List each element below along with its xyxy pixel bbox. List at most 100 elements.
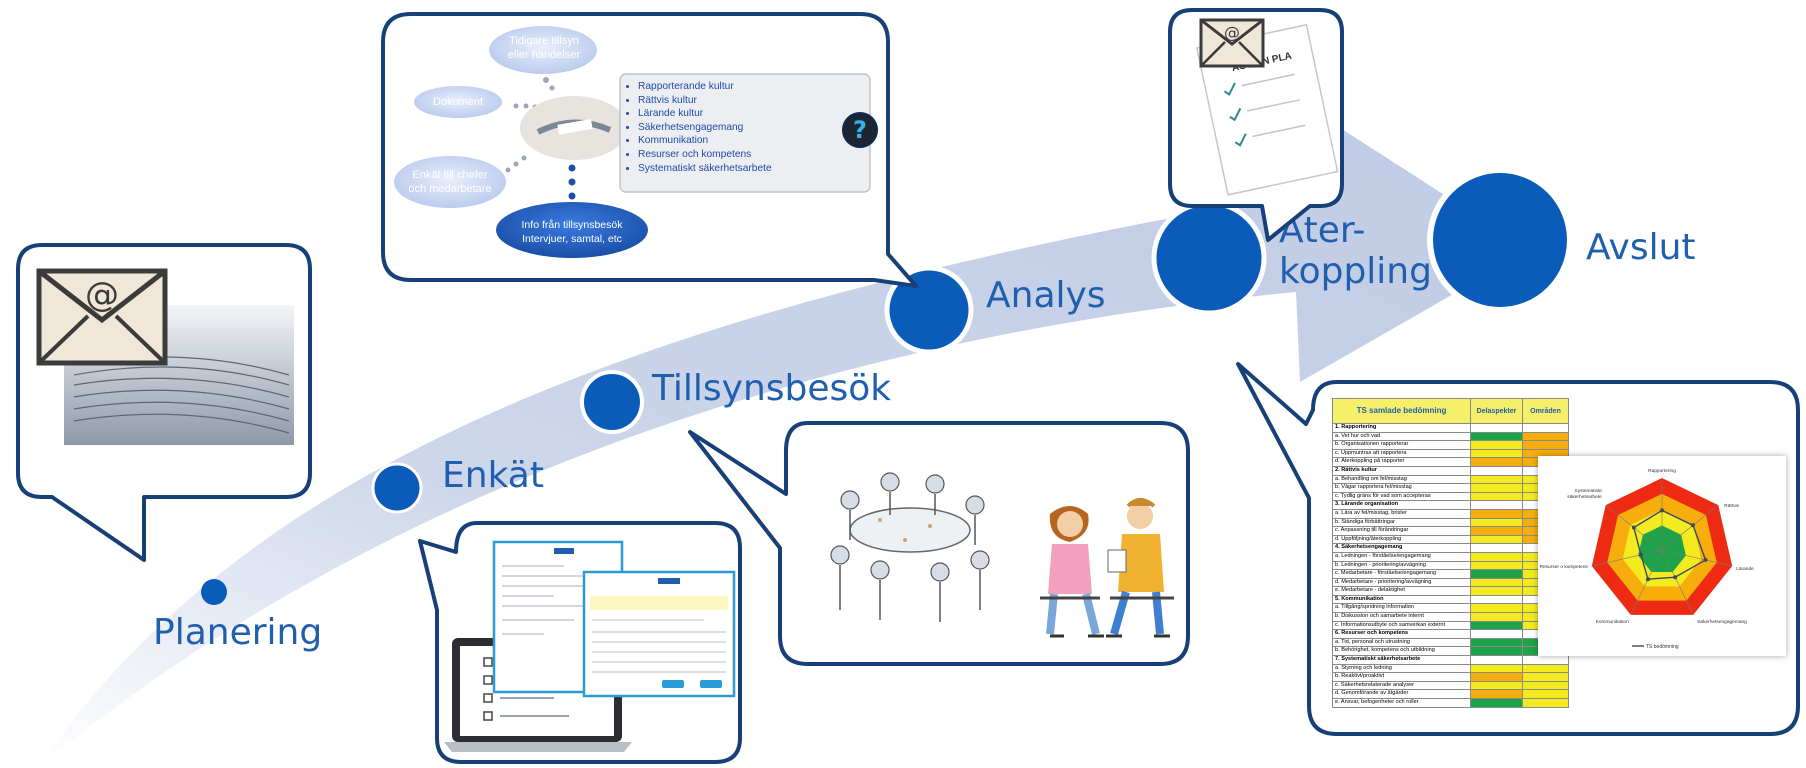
delaspekt-cell [1470, 423, 1523, 433]
assessment-row-label: b. Ständiga förbättringar [1332, 517, 1471, 528]
delaspekt-cell [1470, 586, 1523, 596]
assessment-section-row: 4. Säkerhetsengagemang [1332, 543, 1569, 553]
assessment-section-row: 7. Systematiskt säkerhetsarbete [1332, 655, 1569, 665]
delaspekt-cell [1470, 594, 1523, 605]
radar-point [1673, 575, 1678, 580]
delaspekt-cell [1470, 440, 1523, 450]
delaspekt-cell [1470, 569, 1523, 579]
cloud-tidigare-label: Tidigare tillsyn eller händelser [500, 34, 588, 63]
area-item: Lärande kultur [638, 107, 772, 121]
radar-axis [1591, 549, 1663, 567]
delaspekt-cell [1470, 491, 1523, 502]
delaspekt-cell [1470, 500, 1523, 510]
step-label-analys: Analys [986, 275, 1106, 316]
cloud-dokument-label: Dokument [432, 96, 484, 108]
assessment-row-label: b. Diskussion och samarbete internt [1332, 612, 1471, 622]
assessment-row-label: 5. Kommunikation [1332, 594, 1471, 605]
radar-axis-label: Rättvis [1724, 503, 1739, 509]
svg-text:@: @ [85, 275, 119, 315]
radar-axis [1630, 549, 1663, 615]
radar-point [1703, 557, 1708, 562]
assessment-row-label: b. Ledningen - prioritering/avvägning [1332, 560, 1471, 571]
question-mark-icon: ? [842, 112, 878, 148]
step-label-enkat: Enkät [442, 455, 544, 496]
delaspekt-cell [1470, 620, 1523, 631]
email-envelope-icon: @ [36, 268, 168, 366]
radar-axis-label: Säkerhetsengagemang [1697, 619, 1747, 625]
assessment-row-label: a. Tillgång/spridning information [1332, 603, 1471, 614]
assessment-table: TS samlade bedömning Delaspekter Områden… [1332, 398, 1569, 708]
omrade-cell [1522, 663, 1569, 674]
assessment-row-label: c. Tydlig gräns för vad som accepteras [1332, 491, 1471, 502]
omrade-cell [1522, 689, 1569, 699]
omrade-cell [1522, 440, 1569, 450]
delaspekt-cell [1470, 448, 1523, 459]
delaspekt-cell [1470, 474, 1523, 485]
assessment-row-label: e. Ansvar, befogenheter och roller [1332, 698, 1471, 708]
area-item: Säkerhetsengagemang [638, 121, 772, 135]
delaspekt-cell [1470, 543, 1523, 553]
radar-axis-label: Kommunikation [1596, 619, 1629, 625]
survey-page-front [582, 570, 736, 698]
assessment-row: b. Vågar rapportera fel/misstag [1332, 483, 1569, 493]
assessment-row-label: 3. Lärande organisation [1332, 500, 1471, 510]
omrade-cell [1522, 698, 1569, 708]
assessment-row-label: a. Styrning och ledning [1332, 663, 1471, 674]
step-circle-enkat [371, 462, 423, 514]
assessment-row: a. Vet hur och vad [1332, 431, 1569, 442]
feedback-envelope-icon: @ [1199, 18, 1265, 68]
radar-point [1631, 525, 1636, 530]
radar-legend-label: TS bedömning [1646, 644, 1679, 650]
delaspekt-cell [1470, 689, 1523, 699]
assessment-row-label: 2. Rättvis kultur [1332, 465, 1471, 476]
assessment-row-label: b. Behörighet, kompetens och utbildning [1332, 646, 1471, 657]
assessment-row: e. Medarbetare - delaktighet [1332, 586, 1569, 596]
assessment-row-label: a. Vet hur och vad [1332, 431, 1471, 442]
assessment-row-label: 4. Säkerhetsengagemang [1332, 543, 1471, 553]
svg-text:@: @ [1224, 23, 1240, 42]
assessment-section-row: 6. Resurser och kompetens [1332, 629, 1569, 639]
assessment-row: b. Behörighet, kompetens och utbildning [1332, 646, 1569, 657]
delaspekt-cell [1470, 457, 1523, 467]
assessment-row: c. Medarbetare - förståelse/engagemang [1332, 569, 1569, 579]
col-omraden: Områden [1522, 398, 1569, 424]
assessment-row: a. Lära av fel/misstag, brister [1332, 508, 1569, 519]
assessment-row: c. Uppmuntras att rapportera [1332, 448, 1569, 459]
areas-list: Rapporterande kultur Rättvis kultur Lära… [626, 80, 772, 175]
omrade-cell [1522, 672, 1569, 682]
radar-chart: RapporteringRättvisLärandeSäkerhetsengag… [1540, 468, 1755, 650]
assessment-row: b. Organisationen rapporterar [1332, 440, 1569, 450]
area-item: Rapporterande kultur [638, 80, 772, 94]
radar-series-line [1633, 509, 1707, 580]
omrade-cell [1522, 423, 1569, 433]
delaspekt-cell [1470, 551, 1523, 562]
assessment-title: TS samlade bedömning [1332, 398, 1471, 424]
area-item: Systematiskt säkerhetsarbete [638, 162, 772, 176]
assessment-row: d. Medarbetare - prioritering/avvägning [1332, 577, 1569, 588]
omrade-cell [1522, 680, 1569, 691]
radar-point [1690, 523, 1695, 528]
interview-illustration [1040, 498, 1174, 638]
laptop-base [444, 742, 632, 752]
assessment-row-label: d. Medarbetare - prioritering/avvägning [1332, 577, 1471, 588]
assessment-row: a. Behandling om fel/misstag [1332, 474, 1569, 485]
delaspekt-cell [1470, 603, 1523, 614]
cloud-tidigare-line2: eller händelser [507, 49, 581, 62]
radar-point [1638, 552, 1643, 557]
assessment-row-label: 6. Resurser och kompetens [1332, 629, 1471, 639]
assessment-section-row: 3. Lärande organisation [1332, 500, 1569, 510]
assessment-row-label: b. Organisationen rapporterar [1332, 440, 1471, 450]
delaspekt-cell [1470, 698, 1523, 708]
assessment-row-label: e. Medarbetare - delaktighet [1332, 586, 1471, 596]
col-delaspekter: Delaspekter [1470, 398, 1523, 424]
assessment-row: c. Informationsutbyte och samverkan exte… [1332, 620, 1569, 631]
assessment-row-label: d. Återkoppling på rapporter [1332, 457, 1471, 467]
assessment-row-label: 7. Systematiskt säkerhetsarbete [1332, 655, 1471, 665]
assessment-row-label: a. Ledningen - förståelse/engagemang [1332, 551, 1471, 562]
delaspekt-cell [1470, 534, 1523, 545]
assessment-row: a. Tid, personal och utrustning [1332, 637, 1569, 648]
step-circle-avslut [1427, 167, 1573, 313]
radar-axis-label: Rapportering [1648, 468, 1676, 474]
delaspekt-cell [1470, 672, 1523, 682]
